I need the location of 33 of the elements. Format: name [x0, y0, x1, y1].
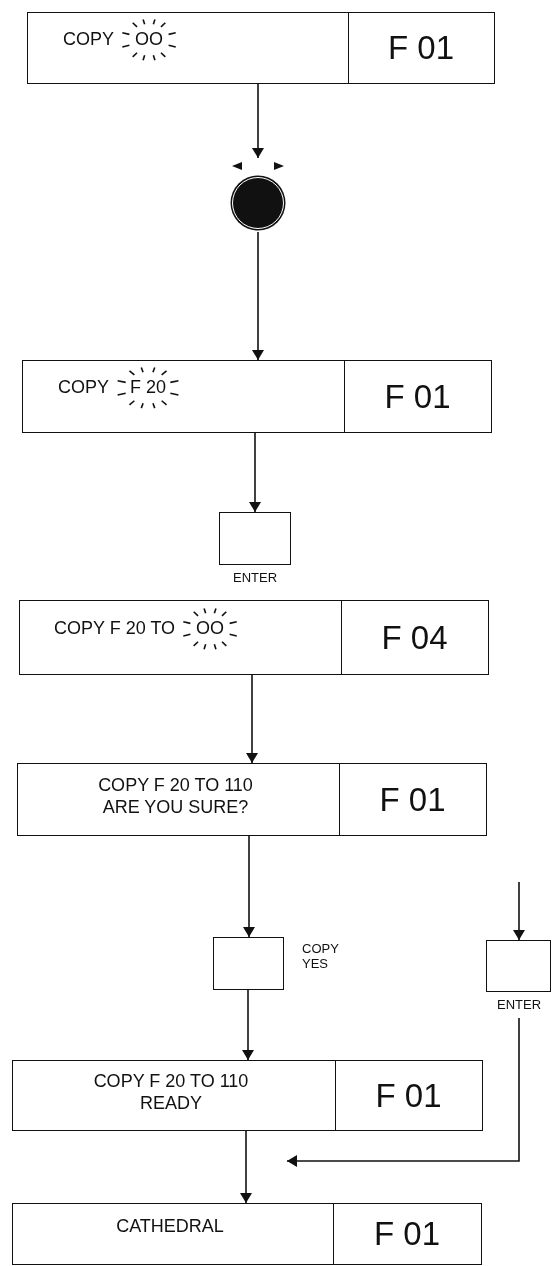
- display-text: COPY: [58, 377, 109, 399]
- lcd-display: [27, 12, 495, 84]
- display-text: COPY F 20 TO 110 READY: [92, 1071, 250, 1115]
- lcd-display: [22, 360, 492, 433]
- arrow: [252, 83, 264, 159]
- function-number: F 01: [339, 764, 485, 835]
- key-label: ENTER: [495, 998, 543, 1013]
- function-number: F 01: [335, 1061, 481, 1130]
- arrow: [240, 1130, 252, 1204]
- function-number: F 01: [348, 13, 493, 83]
- blinking-value: F 20: [115, 367, 182, 409]
- key-label: ENTER: [231, 571, 279, 586]
- lcd-display: [17, 763, 487, 836]
- blinking-value: OO: [120, 19, 179, 61]
- lcd-display: [12, 1060, 483, 1131]
- function-number: F 01: [333, 1204, 480, 1264]
- arrow: [243, 835, 255, 938]
- function-number: F 04: [341, 601, 487, 674]
- display-text: COPY: [63, 29, 114, 51]
- function-number: F 01: [344, 361, 490, 432]
- lcd-display: [19, 600, 489, 675]
- display-text: CATHEDRAL: [116, 1216, 224, 1238]
- arrow: [242, 989, 254, 1061]
- arrow: [246, 674, 258, 764]
- display-text: COPY F 20 TO 110 ARE YOU SURE?: [97, 775, 254, 819]
- arrow: [252, 231, 264, 361]
- lcd-display: [12, 1203, 482, 1265]
- display-text: COPY F 20 TO: [54, 618, 176, 640]
- arrow: [249, 432, 261, 513]
- blinking-value: OO: [181, 608, 240, 650]
- arrow: [286, 1017, 520, 1167]
- key-label: COPY YES: [302, 942, 340, 972]
- arrow: [513, 881, 525, 941]
